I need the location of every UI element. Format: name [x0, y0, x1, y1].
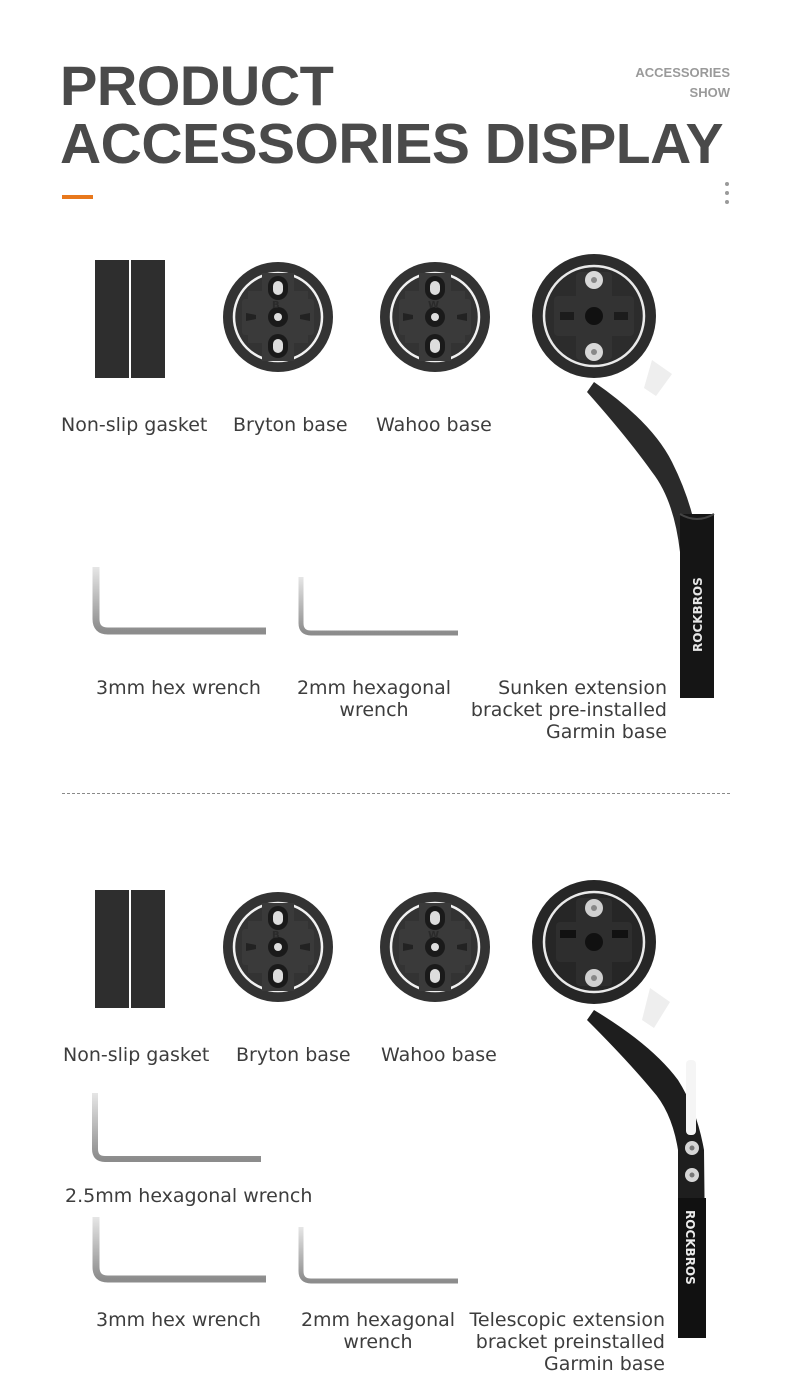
svg-text:ROCKBROS: ROCKBROS: [683, 1210, 697, 1285]
vertical-dots-icon: [725, 182, 730, 209]
title-line-1: PRODUCT: [60, 54, 334, 117]
item-label: 2.5mm hexagonal wrench: [65, 1185, 313, 1207]
item-label: Non-slip gasket: [61, 414, 208, 436]
item-label: Non-slip gasket: [63, 1044, 210, 1066]
hex-key-icon: [298, 1227, 458, 1284]
hex-key-icon: [298, 577, 458, 636]
gasket-icon: [95, 260, 165, 378]
accent-bar: [62, 195, 93, 199]
item-label: 2mm hexagonal wrench: [300, 1309, 456, 1353]
tag-line-2: SHOW: [689, 85, 730, 100]
hex-key-icon: [92, 1217, 266, 1283]
item-label: 3mm hex wrench: [96, 1309, 261, 1331]
bryton-base-icon: B: [222, 261, 334, 373]
gasket-icon: [95, 890, 165, 1008]
item-label: Bryton base: [233, 414, 348, 436]
svg-text:W: W: [428, 930, 439, 941]
item-label: Wahoo base: [376, 414, 492, 436]
title-line-2: ACCESSORIES DISPLAY: [60, 112, 724, 176]
wahoo-base-icon: W: [379, 261, 491, 373]
wahoo-base-icon: W: [379, 891, 491, 1003]
item-label: Sunken extension bracket pre-installed G…: [470, 677, 667, 743]
tag-line-1: ACCESSORIES: [635, 65, 730, 80]
section-tag: ACCESSORIES SHOW: [635, 63, 730, 103]
hex-key-icon: [92, 567, 266, 635]
svg-text:W: W: [428, 300, 439, 311]
hex-key-icon: [92, 1093, 261, 1162]
item-label: Telescopic extension bracket preinstalle…: [469, 1309, 665, 1375]
svg-text:B: B: [272, 930, 280, 941]
item-label: 2mm hexagonal wrench: [296, 677, 452, 721]
bryton-base-icon: B: [222, 891, 334, 1003]
svg-text:B: B: [272, 300, 280, 311]
section-divider: [62, 793, 730, 794]
item-label: 3mm hex wrench: [96, 677, 261, 699]
sunken-bracket-icon: ROCKBROS: [532, 254, 715, 698]
page-title: PRODUCT ACCESSORIES DISPLAY: [60, 54, 724, 176]
item-label: Wahoo base: [381, 1044, 497, 1066]
telescopic-bracket-icon: ROCKBROS: [532, 880, 706, 1338]
item-label: Bryton base: [236, 1044, 351, 1066]
svg-text:ROCKBROS: ROCKBROS: [691, 577, 705, 652]
